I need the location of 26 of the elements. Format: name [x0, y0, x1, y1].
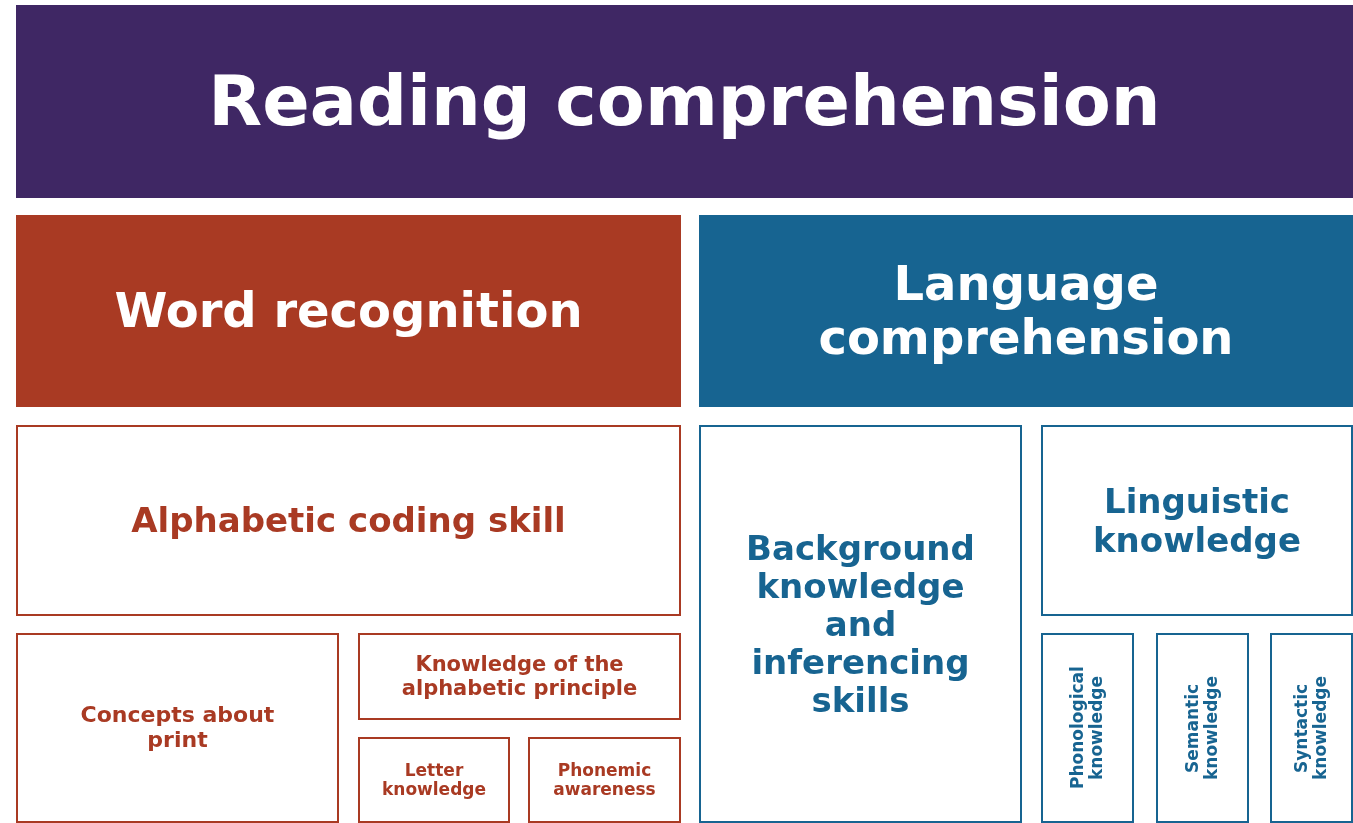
skill-box	[1041, 633, 1134, 823]
skill-box	[528, 737, 681, 823]
box-label: Concepts about print	[79, 703, 276, 753]
box-label: Phonemic awareness	[552, 760, 657, 800]
skill-box	[358, 633, 681, 720]
skill-box	[358, 737, 510, 823]
box-label: Knowledge of the alphabetic principle	[400, 653, 639, 700]
box-label: Phonological knowledge	[1068, 665, 1107, 792]
category-box	[699, 215, 1353, 407]
skill-box	[1270, 633, 1353, 823]
skill-box	[1041, 425, 1353, 616]
box-label: Alphabetic coding skill	[131, 501, 566, 540]
skill-box	[16, 425, 681, 616]
box-label: Word recognition	[114, 284, 583, 338]
category-box	[16, 215, 681, 407]
box-label: Linguistic knowledge	[1091, 482, 1302, 559]
title-text: Reading comprehension	[208, 62, 1161, 141]
box-label: Language comprehension	[817, 257, 1235, 365]
box-label: Syntactic knowledge	[1292, 675, 1331, 782]
box-label: Background knowledge and inferencing skills	[745, 528, 976, 720]
title-banner	[16, 5, 1353, 198]
skill-box	[1156, 633, 1249, 823]
skill-box	[699, 425, 1022, 823]
box-label: Letter knowledge	[381, 760, 487, 800]
skill-box	[16, 633, 339, 823]
box-label: Semantic knowledge	[1183, 675, 1222, 782]
